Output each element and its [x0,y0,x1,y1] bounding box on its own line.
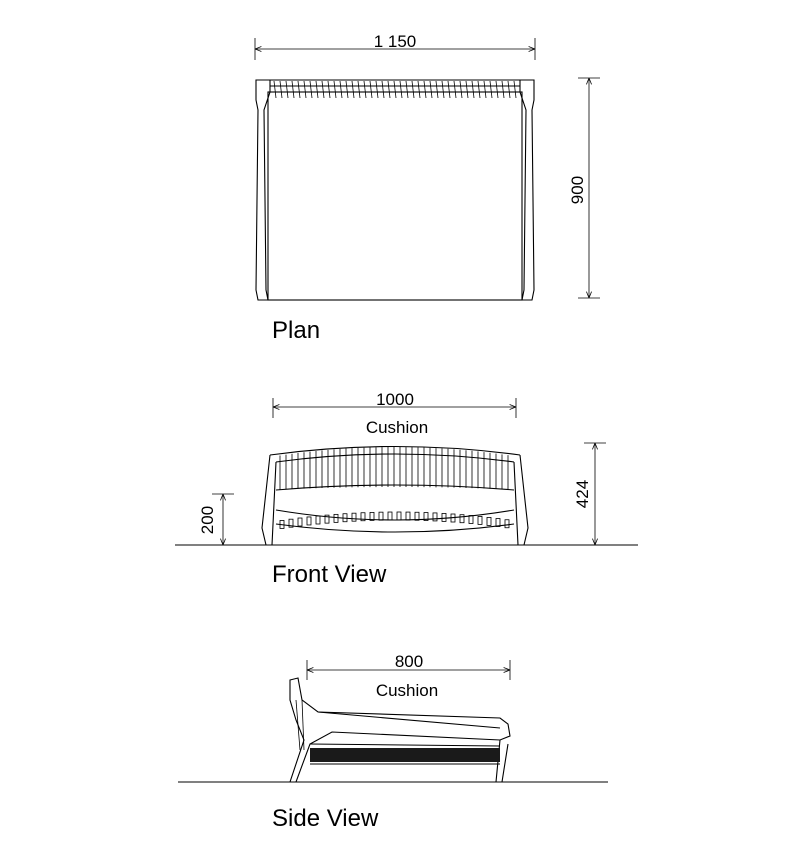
plan-slat [435,80,439,99]
front-lower-slat [396,511,402,521]
front-lower-slat [279,520,285,529]
side-title: Side View [272,805,379,832]
plan-slat [297,80,301,99]
plan-back-slats [273,80,517,99]
front-title: Front View [272,561,387,588]
plan-slat [393,80,397,99]
plan-slat [501,80,505,99]
plan-slat [291,80,295,99]
front-height-dimension: 424 [573,442,606,545]
front-lower-slat [333,513,339,523]
plan-slat [507,80,511,99]
plan-slat [351,80,355,99]
plan-slat [279,80,283,99]
plan-slat [477,80,481,99]
plan-slat [441,80,445,99]
side-depth-dimension: 800 Cushion [306,652,511,700]
plan-slat [483,80,487,99]
plan-slat [375,80,379,99]
plan-slat [339,80,343,99]
plan-slat [309,80,313,99]
front-seat-height-dimension: 200 [198,493,234,545]
front-lower-slat [504,519,510,529]
front-seat-height-label: 200 [198,506,217,534]
side-depth-label: 800 [395,652,423,671]
front-lower-slat [315,515,321,525]
front-lower-slat [405,511,411,521]
front-lower-slat [477,516,483,525]
plan-slat [429,80,433,99]
front-lower-slat [495,518,501,527]
front-lower-slat [360,512,366,522]
plan-slat [345,80,349,99]
front-width-dimension: 1000 Cushion [272,390,517,437]
plan-slat [489,80,493,99]
front-lower-slat [297,517,303,527]
front-width-sub: Cushion [366,418,428,437]
plan-outline [255,79,535,301]
plan-slat [333,80,337,99]
front-lower-slat [369,512,375,521]
front-lower-slat [423,512,429,521]
front-lower-slat [324,514,330,524]
plan-slat [447,80,451,99]
front-lower-slat [432,512,438,522]
plan-slat [417,80,421,99]
front-lower-slat [378,511,384,521]
plan-depth-label: 900 [568,176,587,204]
front-back-slats [279,447,509,490]
front-lower-slat [441,513,447,522]
front-lower-slat [288,518,294,528]
plan-depth-dimension: 900 [568,77,600,299]
plan-slat [327,80,331,99]
plan-slat [303,80,307,99]
plan-slat [285,80,289,99]
plan-slat [453,80,457,99]
front-lower-slat [459,514,465,524]
plan-slat [411,80,415,99]
front-width-label: 1000 [376,390,414,409]
plan-width-label: 1 150 [374,32,417,51]
plan-slat [459,80,463,99]
plan-slat [363,80,367,99]
plan-slat [471,80,475,99]
plan-slat [321,80,325,99]
front-lower-slat [468,515,474,524]
plan-slat [423,80,427,99]
front-lower-slat [342,513,348,523]
plan-view: 1 150 900 Plan [254,32,600,344]
plan-slat [399,80,403,99]
side-chair-outline [289,677,511,783]
plan-slat [315,80,319,99]
plan-slat [387,80,391,99]
side-depth-sub: Cushion [376,681,438,700]
front-lower-slat [486,517,492,526]
front-view: 1000 Cushion 424 200 [175,390,638,588]
plan-slat [495,80,499,99]
plan-title: Plan [272,317,320,344]
front-lower-slat [351,512,357,522]
plan-slat [273,80,277,99]
front-height-label: 424 [573,480,592,508]
front-chair-outline [261,445,529,546]
plan-slat [357,80,361,99]
front-lower-slat [387,511,393,521]
side-view: 800 Cushion Side View [178,652,608,832]
plan-slat [513,80,517,99]
plan-width-dimension: 1 150 [254,32,536,60]
plan-slat [405,80,409,99]
front-lower-slat [306,516,312,526]
plan-slat [369,80,373,99]
plan-slat [381,80,385,99]
front-lower-slats [279,511,510,529]
front-lower-slat [450,513,456,523]
plan-slat [465,80,469,99]
front-lower-slat [414,511,420,521]
